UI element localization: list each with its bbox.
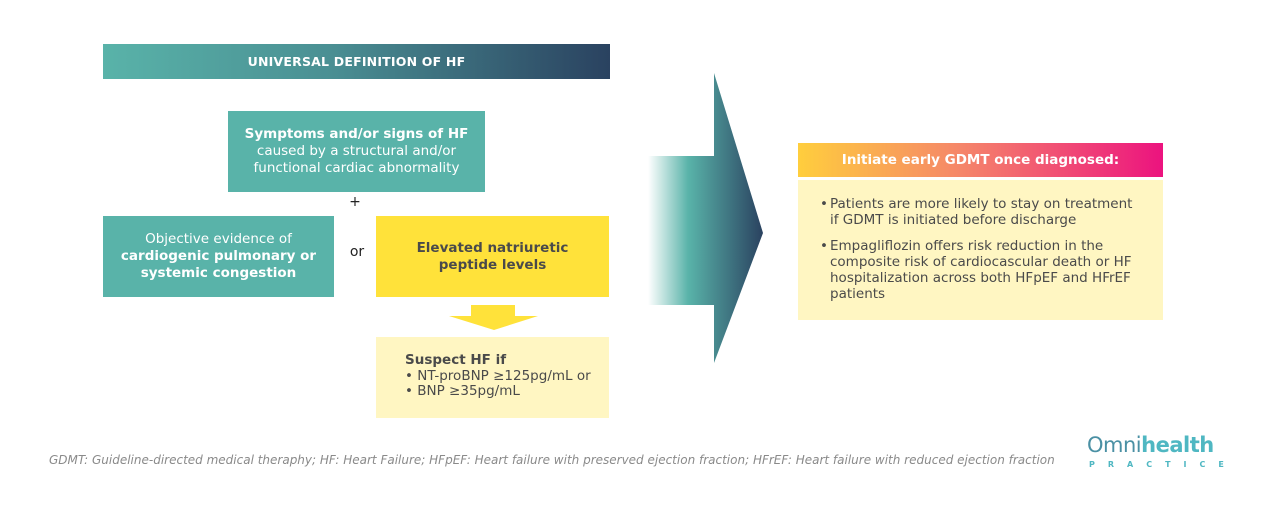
gdmt-item: • Empagliflozin offers risk reduction in… <box>820 238 1145 302</box>
abbreviations-footnote: GDMT: Guideline-directed medical theraph… <box>49 453 1055 467</box>
symptoms-box: Symptoms and/or signs of HF caused by a … <box>228 111 485 192</box>
universal-definition-header: UNIVERSAL DEFINITION OF HF <box>103 44 610 79</box>
symptoms-line-2: caused by a structural and/or <box>256 143 457 159</box>
gdmt-item: • Patients are more likely to stay on tr… <box>820 196 1145 228</box>
objective-evidence-box: Objective evidence of cardiogenic pulmon… <box>103 216 334 297</box>
logo-subtitle: PRACTICE <box>1089 460 1237 469</box>
gdmt-body: • Patients are more likely to stay on tr… <box>798 180 1163 320</box>
logo-prefix: Omni <box>1087 433 1142 457</box>
objective-line-3: systemic congestion <box>140 265 297 281</box>
or-label: or <box>349 244 365 260</box>
peptide-line-1: Elevated natriuretic <box>416 239 569 256</box>
natriuretic-peptide-box: Elevated natriuretic peptide levels <box>376 216 609 297</box>
plus-sign: + <box>349 194 361 210</box>
big-right-arrow-icon <box>648 73 763 363</box>
logo-suffix: health <box>1141 433 1214 457</box>
bullet: • <box>820 196 828 212</box>
objective-line-1: Objective evidence of <box>145 231 292 247</box>
objective-line-2: cardiogenic pulmonary or <box>120 248 317 264</box>
bullet: • <box>820 238 828 254</box>
symptoms-line-3: functional cardiac abnormality <box>253 160 460 176</box>
suspect-item: • NT-proBNP ≥125pg/mL or <box>405 367 591 384</box>
suspect-hf-box: Suspect HF if • NT-proBNP ≥125pg/mL or •… <box>376 337 609 418</box>
suspect-title: Suspect HF if <box>405 352 507 368</box>
suspect-item: • BNP ≥35pg/mL <box>405 383 520 399</box>
logo-wordmark: Omnihealth <box>1087 433 1214 457</box>
gdmt-item-text: Patients are more likely to stay on trea… <box>830 196 1133 228</box>
omnihealth-logo: Omnihealth PRACTICE <box>1083 433 1224 473</box>
gdmt-header: Initiate early GDMT once diagnosed: <box>798 143 1163 177</box>
gdmt-item-text: Empagliflozin offers risk reduction in t… <box>830 238 1132 302</box>
peptide-line-2: peptide levels <box>438 256 547 273</box>
down-arrow-icon <box>449 305 538 330</box>
symptoms-line-1: Symptoms and/or signs of HF <box>244 126 469 142</box>
